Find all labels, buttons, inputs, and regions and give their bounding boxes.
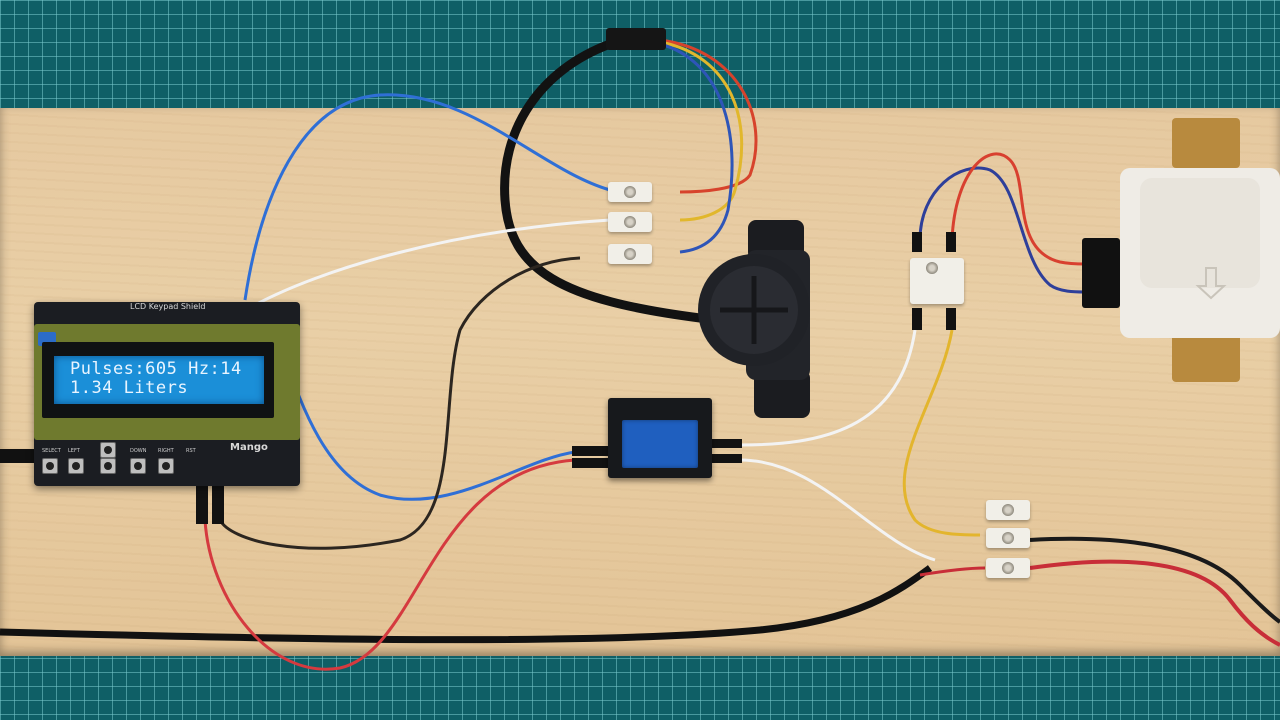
terminal-strip-2	[608, 212, 652, 232]
key-label-right: RIGHT	[158, 448, 174, 454]
left-key[interactable]	[68, 458, 84, 474]
terminal-strip-7	[986, 558, 1030, 578]
short-red-wire	[919, 566, 986, 577]
blue-jumper-2	[268, 319, 576, 501]
sensor-blue-wire	[659, 42, 734, 254]
valve-pin-a	[912, 232, 922, 252]
right-red-cable	[1029, 559, 1280, 647]
valve-connector	[1082, 238, 1120, 308]
jumper-plug-a	[196, 484, 208, 524]
up-key[interactable]	[100, 458, 116, 474]
sensor-cable-loop	[500, 39, 701, 323]
shield-title: LCD Keypad Shield	[130, 302, 206, 311]
select-key[interactable]	[42, 458, 58, 474]
jumper-plug-b	[212, 484, 224, 524]
valve-coil	[1140, 178, 1260, 288]
valve-blue-wire	[918, 166, 1086, 294]
down-key[interactable]	[100, 442, 116, 458]
key-label-select: SELECT	[42, 448, 61, 454]
relay-plug-a	[572, 446, 608, 456]
terminal-strip-5	[986, 500, 1030, 520]
lcd-line-2: 1.34 Liters	[70, 378, 189, 398]
blue-jumper	[243, 93, 611, 301]
valve-pin-b	[946, 232, 956, 252]
lcd-line-1: Pulses:605 Hz:14	[70, 359, 242, 379]
lcd-screen: Pulses:605 Hz:14 1.34 Liters	[54, 356, 264, 404]
relay-module	[608, 398, 712, 478]
relay-out-plug-a	[712, 439, 742, 448]
sensor-red-wire	[659, 38, 758, 194]
valve-pin-c	[912, 308, 922, 330]
right-key[interactable]	[130, 458, 146, 474]
terminal-strip-3	[608, 244, 652, 264]
keypad: SELECT LEFT UP DOWN RIGHT RST	[42, 442, 232, 482]
lcd-keypad-shield: LCD Keypad Shield Pulses:605 Hz:14 1.34 …	[34, 302, 300, 486]
valve-red-wire	[950, 152, 1086, 266]
dark-jumper	[218, 256, 581, 550]
lcd-module: Pulses:605 Hz:14 1.34 Liters	[34, 324, 300, 440]
rst-key[interactable]	[158, 458, 174, 474]
relay-plug-b	[572, 458, 608, 468]
white-relay-wire-2	[739, 458, 936, 562]
yellow-valve-wire	[902, 329, 981, 537]
flow-sensor	[698, 220, 810, 418]
white-jumper	[254, 218, 611, 307]
flow-sensor-outlet	[754, 370, 810, 418]
valve-top-fitting	[1172, 118, 1240, 168]
relay-housing	[622, 420, 698, 468]
key-label-down: DOWN	[130, 448, 147, 454]
black-power-cable	[0, 565, 933, 644]
terminal-strip-4	[910, 258, 964, 304]
valve-arrow	[1195, 267, 1227, 300]
terminal-strip-1	[608, 182, 652, 202]
lcd-bezel: Pulses:605 Hz:14 1.34 Liters	[42, 342, 274, 418]
sensor-plug	[606, 28, 666, 50]
shield-brand: Mango	[230, 442, 268, 453]
flow-sensor-cross	[720, 276, 788, 344]
sensor-yellow-wire	[659, 40, 744, 222]
key-label-left: LEFT	[68, 448, 80, 454]
relay-out-plug-b	[712, 454, 742, 463]
terminal-strip-6	[986, 528, 1030, 548]
white-relay-wire	[739, 329, 917, 447]
key-label-rst: RST	[186, 448, 196, 454]
right-black-cable	[1029, 536, 1280, 624]
red-jumper	[203, 458, 576, 671]
solenoid-valve	[1082, 118, 1280, 382]
valve-bottom-fitting	[1172, 330, 1240, 382]
valve-pin-d	[946, 308, 956, 330]
